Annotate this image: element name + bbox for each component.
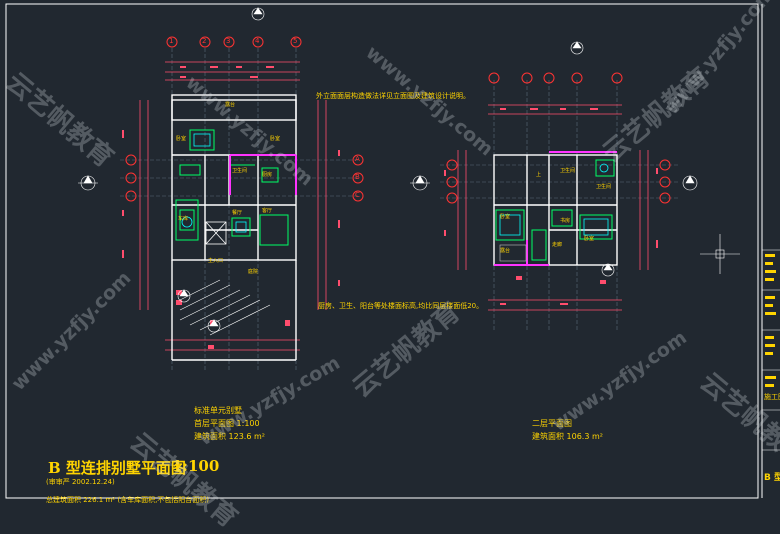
drawing-scale: 1:100 [172,457,220,475]
axis-label-4: 4 [255,37,260,45]
svg-text:卧室: 卧室 [584,235,594,242]
axis-bubbles-second-top [488,72,623,84]
axis-label-2: 2 [202,37,207,45]
ground-floor-caption-1: 标准单元别墅 [194,406,242,415]
svg-text:露台: 露台 [500,247,510,254]
svg-text:露台: 露台 [225,101,235,108]
title-block [762,249,780,451]
svg-text:主入口: 主入口 [208,257,223,264]
svg-text:卫生间: 卫生间 [560,167,575,174]
svg-text:走廊: 走廊 [552,241,562,248]
second-floor-area: 建筑面积 106.3 m² [532,432,603,441]
svg-text:上: 上 [536,171,541,178]
svg-text:客厅: 客厅 [262,207,272,214]
svg-text:卧室: 卧室 [270,135,280,142]
ground-floor-plan: 露台 卧室 卧室 卫生间 厨房 车库 客厅 餐厅 主入口 庭院 [78,7,360,370]
side-caption-1: 施工图 [764,393,780,401]
svg-text:卧室: 卧室 [176,135,186,142]
note-middle: 厨房、卫生、阳台等处楼面标高,均比同层楼面低20。 [318,302,484,310]
total-area-note: 总建筑面积 226.1 m² (含车库面积,不包括阳台面积) [46,496,210,504]
second-floor-plan: 上 卫生间 卫生间 卧室 卧室 走廊 露台 书房 [410,41,740,330]
axis-bubbles-sides [125,154,671,204]
svg-text:庭院: 庭院 [248,268,258,275]
ground-floor-caption-2: 首层平面图 1:100 [194,419,260,428]
axis-label-a: A [355,155,360,163]
axis-label-c: C [355,191,360,199]
svg-text:卫生间: 卫生间 [596,183,611,190]
note-top: 外立面面层构造做法详见立面图及建筑设计说明。 [316,92,470,100]
svg-text:卫生间: 卫生间 [232,167,247,174]
axis-label-5: 5 [293,37,298,45]
svg-text:车库: 车库 [178,215,188,222]
section-mark-icon [78,175,98,191]
svg-text:卧室: 卧室 [500,213,510,220]
cad-drawing: 露台 卧室 卧室 卫生间 厨房 车库 客厅 餐厅 主入口 庭院 [5,3,780,499]
svg-text:书房: 书房 [560,217,570,224]
svg-text:餐厅: 餐厅 [232,209,242,216]
side-caption-2: B 型 [764,473,780,483]
second-floor-caption: 二层平面图 [532,419,572,428]
drawing-date-note: (审审严 2002.12.24) [46,478,115,486]
axis-label-1: 1 [169,37,174,45]
axis-label-3: 3 [226,37,231,45]
axis-bubbles-ground-top [166,36,302,48]
drawing-title: B 型连排别墅平面图 [48,459,186,477]
svg-text:厨房: 厨房 [262,171,272,178]
ground-floor-area: 建筑面积 123.6 m² [194,432,265,441]
drawing-frame [5,3,759,499]
axis-label-b: B [355,173,360,181]
